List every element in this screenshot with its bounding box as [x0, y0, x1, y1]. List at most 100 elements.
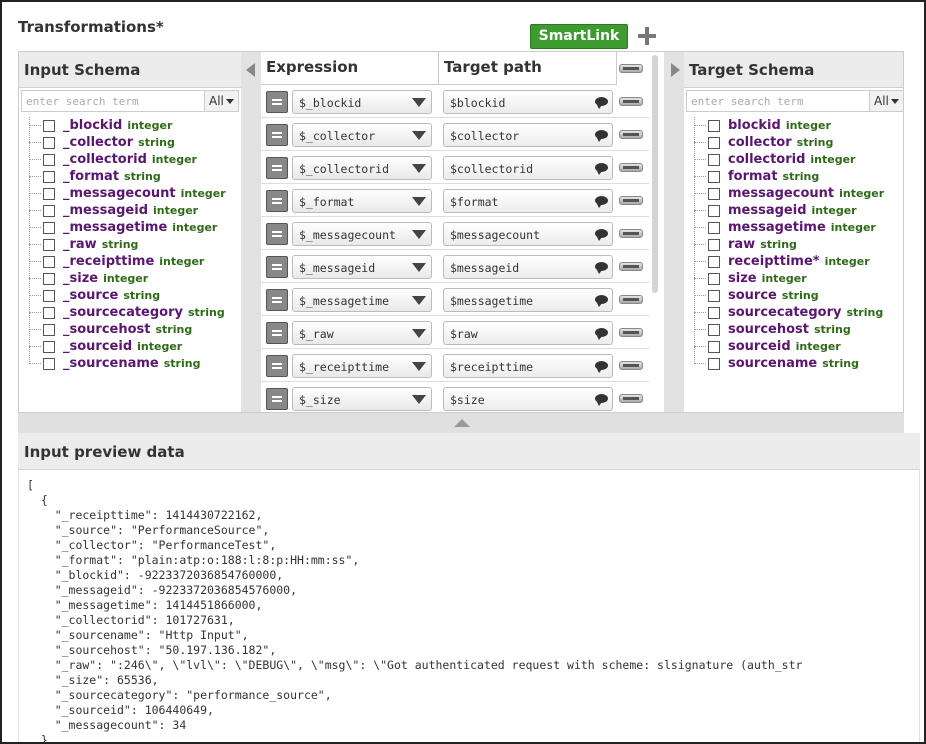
equals-icon[interactable]: [266, 91, 288, 113]
dropdown-arrow-icon[interactable]: [412, 131, 426, 140]
field-checkbox[interactable]: [708, 306, 720, 319]
field-name[interactable]: _blockid: [63, 118, 123, 133]
field-name[interactable]: _sourcename: [63, 356, 159, 371]
splitter-bar[interactable]: [18, 413, 904, 433]
dropdown-arrow-icon[interactable]: [412, 98, 426, 107]
mapping-scrollbar[interactable]: [652, 55, 658, 293]
field-checkbox[interactable]: [43, 340, 55, 353]
dropdown-arrow-icon[interactable]: [412, 164, 426, 173]
collapse-left-icon[interactable]: [246, 63, 255, 77]
equals-icon[interactable]: [266, 289, 288, 311]
field-name[interactable]: _raw: [63, 237, 97, 252]
comment-icon[interactable]: [595, 262, 608, 274]
dropdown-arrow-icon[interactable]: [412, 329, 426, 338]
comment-icon[interactable]: [595, 229, 608, 241]
field-checkbox[interactable]: [43, 153, 55, 166]
target-path-input[interactable]: $collector: [443, 123, 613, 147]
field-checkbox[interactable]: [708, 119, 720, 132]
remove-row-icon[interactable]: [619, 394, 643, 403]
collapse-input-bar[interactable]: [241, 52, 261, 412]
remove-row-icon[interactable]: [619, 229, 643, 238]
comment-icon[interactable]: [595, 295, 608, 307]
field-name[interactable]: source: [728, 288, 777, 303]
field-checkbox[interactable]: [708, 323, 720, 336]
comment-icon[interactable]: [595, 163, 608, 175]
target-path-input[interactable]: $messageid: [443, 255, 613, 279]
remove-all-icon[interactable]: [619, 64, 643, 73]
equals-icon[interactable]: [266, 256, 288, 278]
field-checkbox[interactable]: [43, 170, 55, 183]
field-checkbox[interactable]: [43, 357, 55, 370]
collapse-up-icon[interactable]: [454, 419, 470, 427]
expression-select[interactable]: $_format: [292, 189, 432, 213]
expression-select[interactable]: $_messageid: [292, 255, 432, 279]
target-filter-dropdown[interactable]: All: [870, 90, 904, 112]
comment-icon[interactable]: [595, 361, 608, 373]
field-name[interactable]: _sourcehost: [63, 322, 151, 337]
equals-icon[interactable]: [266, 223, 288, 245]
equals-icon[interactable]: [266, 355, 288, 377]
target-path-input[interactable]: $messagecount: [443, 222, 613, 246]
field-checkbox[interactable]: [43, 136, 55, 149]
dropdown-arrow-icon[interactable]: [412, 230, 426, 239]
field-name[interactable]: _messagetime: [63, 220, 168, 235]
field-name[interactable]: messagetime: [728, 220, 826, 235]
field-checkbox[interactable]: [43, 204, 55, 217]
target-path-input[interactable]: $format: [443, 189, 613, 213]
field-checkbox[interactable]: [43, 272, 55, 285]
target-path-input[interactable]: $receipttime: [443, 354, 613, 378]
dropdown-arrow-icon[interactable]: [412, 362, 426, 371]
field-checkbox[interactable]: [708, 204, 720, 217]
field-name[interactable]: _messageid: [63, 203, 148, 218]
remove-row-icon[interactable]: [619, 163, 643, 172]
field-name[interactable]: format: [728, 169, 778, 184]
field-name[interactable]: _collectorid: [63, 152, 147, 167]
comment-icon[interactable]: [595, 394, 608, 406]
field-checkbox[interactable]: [708, 153, 720, 166]
equals-icon[interactable]: [266, 190, 288, 212]
preview-data-panel[interactable]: [ { "_receipttime": 1414430722162, "_sou…: [18, 470, 920, 742]
expression-select[interactable]: $_size: [292, 387, 432, 411]
field-name[interactable]: blockid: [728, 118, 781, 133]
dropdown-arrow-icon[interactable]: [412, 395, 426, 404]
add-mapping-icon[interactable]: [636, 25, 658, 47]
remove-row-icon[interactable]: [619, 196, 643, 205]
target-path-input[interactable]: $blockid: [443, 90, 613, 114]
dropdown-arrow-icon[interactable]: [412, 296, 426, 305]
expression-select[interactable]: $_receipttime: [292, 354, 432, 378]
field-name[interactable]: messagecount: [728, 186, 835, 201]
equals-icon[interactable]: [266, 322, 288, 344]
field-name[interactable]: _messagecount: [63, 186, 176, 201]
field-name[interactable]: _size: [63, 271, 99, 286]
field-checkbox[interactable]: [708, 238, 720, 251]
target-path-input[interactable]: $collectorid: [443, 156, 613, 180]
field-checkbox[interactable]: [708, 136, 720, 149]
equals-icon[interactable]: [266, 157, 288, 179]
collapse-right-icon[interactable]: [671, 63, 680, 77]
equals-icon[interactable]: [266, 388, 288, 410]
remove-row-icon[interactable]: [619, 328, 643, 337]
field-checkbox[interactable]: [708, 187, 720, 200]
field-name[interactable]: sourcecategory: [728, 305, 842, 320]
equals-icon[interactable]: [266, 124, 288, 146]
field-checkbox[interactable]: [43, 221, 55, 234]
remove-row-icon[interactable]: [619, 295, 643, 304]
expression-select[interactable]: $_collector: [292, 123, 432, 147]
field-name[interactable]: size: [728, 271, 757, 286]
